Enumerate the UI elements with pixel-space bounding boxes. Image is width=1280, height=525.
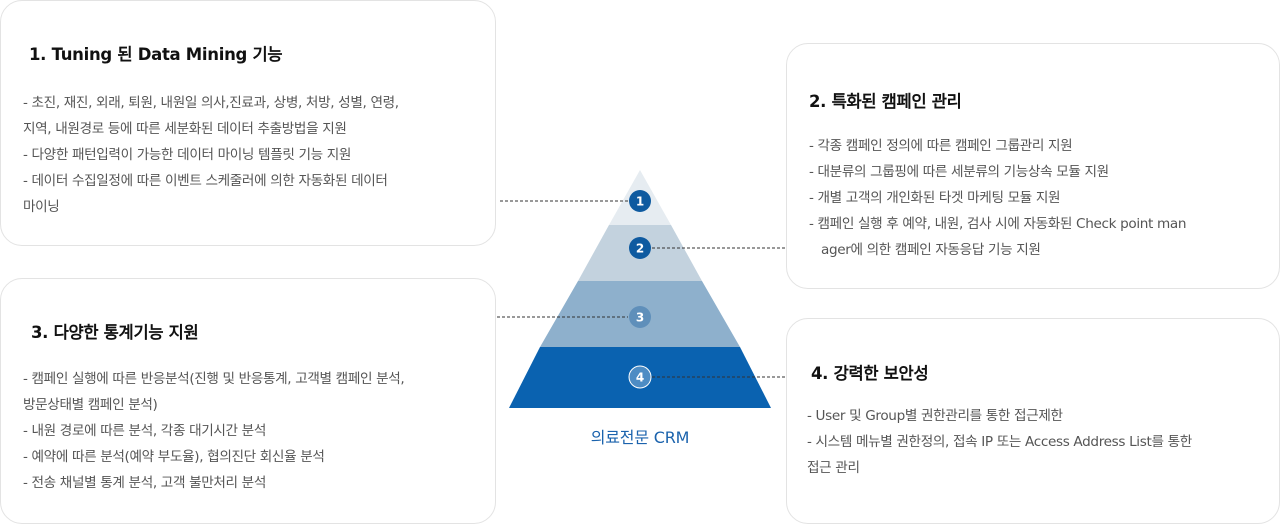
level-marker-2 — [629, 237, 651, 259]
feature-card-data-mining: 1. Tuning 된 Data Mining 기능 - 초진, 재진, 외래,… — [0, 0, 496, 246]
level-marker-label-2: 2 — [636, 242, 644, 256]
card-description: - 캠페인 실행에 따른 반응분석(진행 및 반응통계, 고객별 캠페인 분석,… — [23, 366, 481, 496]
card-line: 지역, 내원경로 등에 따른 세분화된 데이터 추출방법을 지원 — [23, 121, 347, 137]
level-marker-label-3: 3 — [636, 311, 644, 325]
level-marker-4 — [628, 365, 652, 389]
card-line: - 개별 고객의 개인화된 타겟 마케팅 모듈 지원 — [809, 190, 1061, 206]
card-line: - 다양한 패턴입력이 가능한 데이터 마이닝 템플릿 기능 지원 — [23, 147, 352, 163]
card-line: - User 및 Group별 권한관리를 통한 접근제한 — [807, 408, 1063, 424]
card-line: - 캠페인 실행에 따른 반응분석(진행 및 반응통계, 고객별 캠페인 분석, — [23, 371, 405, 387]
level-marker-label-1: 1 — [636, 195, 644, 209]
feature-card-campaign: 2. 특화된 캠페인 관리 - 각종 캠페인 정의에 따른 캠페인 그룹관리 지… — [786, 43, 1280, 289]
card-line: - 데이터 수집일정에 따른 이벤트 스케줄러에 의한 자동화된 데이터 — [23, 173, 388, 189]
card-line: - 내원 경로에 따른 분석, 각종 대기시간 분석 — [23, 423, 266, 439]
card-title: 3. 다양한 통계기능 지원 — [31, 323, 199, 342]
card-line: - 예약에 따른 분석(예약 부도율), 협의진단 회신율 분석 — [23, 449, 325, 465]
level-marker-3 — [629, 306, 651, 328]
level-marker-label-4: 4 — [636, 371, 644, 385]
card-line: - 시스템 메뉴별 권한정의, 접속 IP 또는 Access Address … — [807, 434, 1192, 450]
card-title: 4. 강력한 보안성 — [811, 364, 929, 383]
card-line: 마이닝 — [23, 199, 60, 215]
feature-card-security: 4. 강력한 보안성 - User 및 Group별 권한관리를 통한 접근제한… — [786, 318, 1280, 524]
card-description: - 각종 캠페인 정의에 따른 캠페인 그룹관리 지원 - 대분류의 그룹핑에 … — [809, 133, 1265, 263]
card-description: - User 및 Group별 권한관리를 통한 접근제한 - 시스템 메뉴별 … — [807, 403, 1265, 481]
card-line: ager에 의한 캠페인 자동응답 기능 지원 — [821, 242, 1041, 258]
card-line: - 각종 캠페인 정의에 따른 캠페인 그룹관리 지원 — [809, 138, 1073, 154]
card-line: 접근 관리 — [807, 460, 860, 476]
card-line: - 초진, 재진, 외래, 퇴원, 내원일 의사,진료과, 상병, 처방, 성별… — [23, 95, 399, 111]
card-line: - 대분류의 그룹핑에 따른 세분류의 기능상속 모듈 지원 — [809, 164, 1109, 180]
pyramid-caption: 의료전문 CRM — [590, 428, 690, 447]
card-line: - 캠페인 실행 후 예약, 내원, 검사 시에 자동화된 Check poin… — [809, 216, 1187, 232]
card-line: 방문상태별 캠페인 분석) — [23, 397, 158, 413]
level-marker-1 — [629, 190, 651, 212]
card-description: - 초진, 재진, 외래, 퇴원, 내원일 의사,진료과, 상병, 처방, 성별… — [23, 90, 481, 220]
card-line: - 전송 채널별 통계 분석, 고객 불만처리 분석 — [23, 475, 266, 491]
card-title: 1. Tuning 된 Data Mining 기능 — [29, 45, 283, 64]
card-title: 2. 특화된 캠페인 관리 — [809, 92, 962, 111]
feature-card-statistics: 3. 다양한 통계기능 지원 - 캠페인 실행에 따른 반응분석(진행 및 반응… — [0, 278, 496, 524]
